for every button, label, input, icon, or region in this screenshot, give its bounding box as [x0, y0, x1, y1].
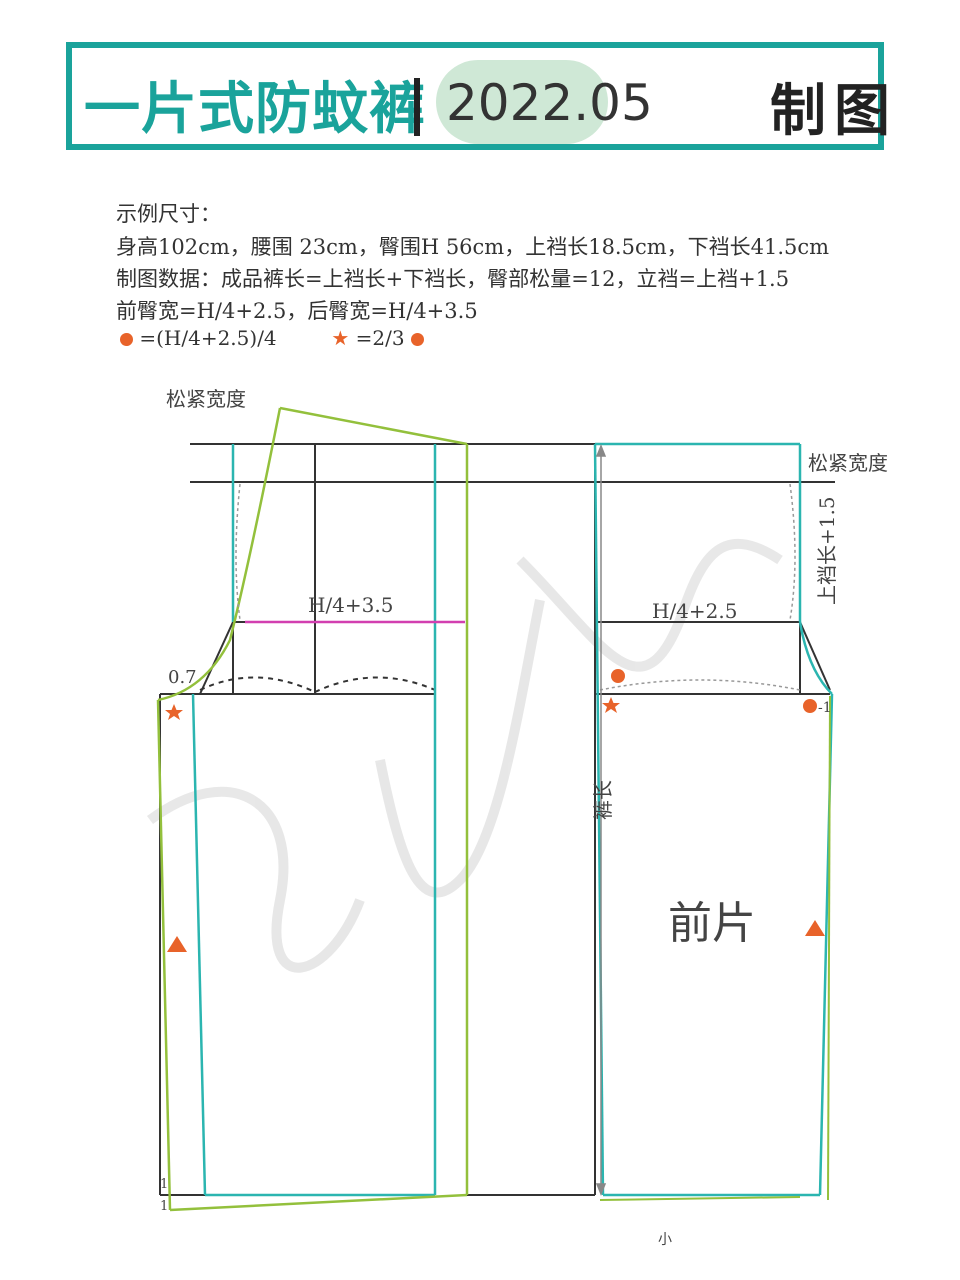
- front-slack-curve: [235, 483, 801, 691]
- star-marker-icon: ★: [331, 326, 350, 350]
- back-piece-teal: [191, 444, 437, 1197]
- waist-lines: [190, 443, 835, 483]
- legend-row: =(H/4+2.5)/4 ★ =2/3: [120, 326, 424, 350]
- label-front-hip: H/4+2.5: [652, 599, 737, 623]
- star-marker-front: [602, 697, 620, 713]
- label-small: 小: [658, 1232, 672, 1248]
- front-piece-green: [599, 695, 831, 1201]
- star-marker-back: [165, 704, 183, 720]
- label-length: 裤长: [591, 780, 615, 820]
- label-slack-left: 松紧宽度: [166, 387, 246, 411]
- label-minus1: -1: [818, 700, 832, 716]
- specs-line-3: 前臀宽=H/4+2.5，后臀宽=H/4+3.5: [116, 299, 478, 323]
- front-piece-teal: [593, 442, 834, 1197]
- circle-marker-icon: [120, 333, 133, 346]
- label-offset-07: 0.7: [168, 667, 197, 688]
- watermark: [147, 538, 783, 973]
- date-label: 2022.05: [446, 74, 653, 132]
- length-dimension: [595, 443, 607, 1197]
- date-pill: [436, 60, 608, 144]
- back-piece-green: [156, 406, 469, 1212]
- legend-star-formula: =2/3: [355, 326, 405, 350]
- label-rise: 上裆长+1.5: [815, 496, 839, 605]
- specs-line-1: 身高102cm，腰围 23cm，臀围H 56cm，上裆长18.5cm，下裆长41…: [116, 235, 830, 259]
- label-slack-right: 松紧宽度: [808, 451, 888, 475]
- front-piece-lines: [595, 621, 831, 695]
- circle-marker-front: [611, 669, 625, 683]
- title-separator: [414, 78, 420, 136]
- triangle-marker-front: [805, 920, 825, 936]
- markers: [165, 669, 825, 952]
- circle-marker-side: [803, 699, 817, 713]
- legend-dot-formula: =(H/4+2.5)/4: [139, 326, 277, 350]
- back-hip-curve: [199, 676, 436, 693]
- label-one-b: 1: [160, 1199, 168, 1214]
- triangle-marker-back: [167, 936, 187, 952]
- page-title: 一片式防蚊裤: [84, 77, 426, 142]
- section-label: 制图: [770, 79, 898, 144]
- label-front-piece: 前片: [668, 898, 756, 949]
- specs-line-2: 制图数据：成品裤长=上裆长+下裆长，臀部松量=12，立裆=上裆+1.5: [116, 267, 790, 291]
- circle-marker-icon-2: [410, 333, 424, 346]
- label-back-hip: H/4+3.5: [308, 593, 393, 617]
- back-piece-lines: [159, 444, 596, 1196]
- label-one-a: 1: [160, 1177, 168, 1192]
- specs-heading: 示例尺寸：: [116, 202, 221, 226]
